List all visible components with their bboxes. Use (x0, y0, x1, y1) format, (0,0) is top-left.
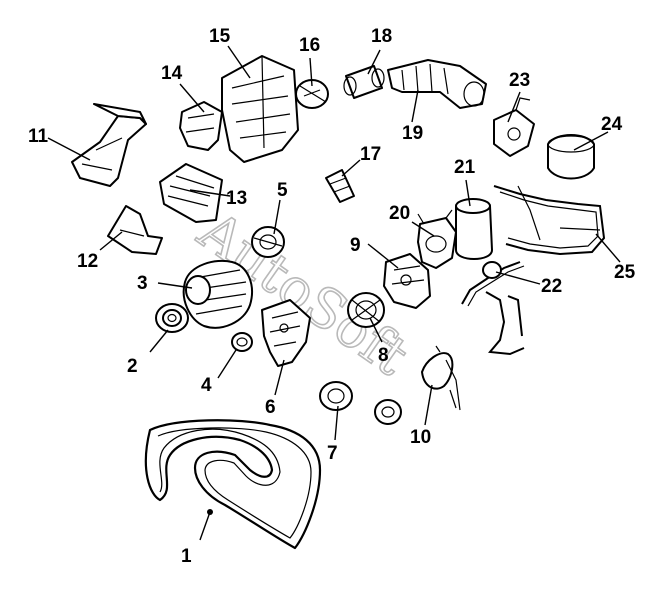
callout-16: 16 (299, 35, 320, 56)
callout-15: 15 (209, 26, 231, 47)
callout-5: 5 (277, 180, 288, 201)
part-10-thermostat (421, 345, 461, 411)
leader-22 (495, 271, 541, 285)
callout-19: 19 (402, 123, 423, 144)
leader-25 (595, 233, 621, 263)
part-2-pulley (155, 303, 189, 333)
callout-18: 18 (371, 26, 392, 47)
callout-4: 4 (201, 375, 212, 396)
callout-6: 6 (265, 397, 276, 418)
callout-1: 1 (181, 546, 192, 567)
part-8-pump-pulley (347, 292, 385, 328)
leader-24 (573, 131, 609, 151)
leader-17 (341, 159, 361, 177)
leader-dot-1 (207, 509, 213, 515)
pulley-unlabeled (374, 399, 402, 425)
callout-11: 11 (28, 126, 49, 147)
leader-23 (507, 91, 521, 123)
part-6-bracket (261, 299, 311, 367)
leader-11 (47, 137, 91, 161)
part-13-filter-element (159, 163, 223, 223)
callout-8: 8 (378, 345, 389, 366)
leader-5 (273, 199, 281, 235)
callout-25: 25 (614, 262, 636, 283)
leader-13 (189, 189, 231, 197)
callout-23: 23 (509, 70, 530, 91)
leader-20 (411, 221, 435, 237)
callout-12: 12 (77, 251, 98, 272)
leader-3 (157, 282, 193, 289)
leader-16 (309, 57, 313, 87)
callout-22: 22 (541, 276, 562, 297)
part-5-tensioner (251, 226, 285, 258)
leader-18 (367, 49, 381, 75)
callout-24: 24 (601, 114, 623, 135)
part-7-pulley (319, 381, 353, 411)
part-25-coolant-pipes (493, 185, 606, 256)
leader-14 (179, 83, 205, 113)
part-21-oil-filter (455, 198, 493, 260)
part-18-maf-sensor (343, 65, 385, 99)
callout-13: 13 (226, 188, 247, 209)
leader-4 (217, 349, 237, 379)
callout-21: 21 (454, 157, 476, 178)
leader-8 (369, 317, 383, 343)
callout-3: 3 (137, 273, 148, 294)
callout-9: 9 (350, 235, 361, 256)
part-22-hose-assembly (461, 261, 525, 356)
callout-17: 17 (360, 144, 381, 165)
part-14-airbox-lower (179, 101, 223, 151)
leader-12 (99, 231, 123, 251)
part-9-water-pump (383, 253, 431, 309)
leader-1 (199, 511, 211, 541)
part-15-filter-housing (221, 55, 299, 163)
leader-19 (411, 89, 419, 123)
callout-10: 10 (410, 427, 431, 448)
leader-7 (334, 405, 339, 441)
part-23-valve (493, 97, 535, 157)
callout-7: 7 (327, 443, 338, 464)
part-4-idler (231, 332, 253, 352)
callout-2: 2 (127, 356, 138, 377)
part-24-expansion-tank (547, 134, 595, 180)
leader-15 (227, 45, 251, 79)
leader-10 (424, 384, 433, 426)
part-19-intake-hose (387, 59, 487, 109)
leader-6 (274, 359, 285, 396)
part-11-air-duct (71, 103, 147, 187)
part-17-small-hose (325, 169, 355, 203)
callout-20: 20 (389, 203, 410, 224)
leader-21 (465, 179, 471, 207)
part-20-thermostat (417, 209, 457, 269)
callout-14: 14 (161, 63, 183, 84)
part-3-alternator (182, 260, 253, 329)
part-12-bracket-plate (107, 205, 163, 255)
leader-9 (367, 243, 399, 269)
part-1-serpentine-belt (144, 419, 322, 550)
leader-2 (149, 329, 169, 353)
